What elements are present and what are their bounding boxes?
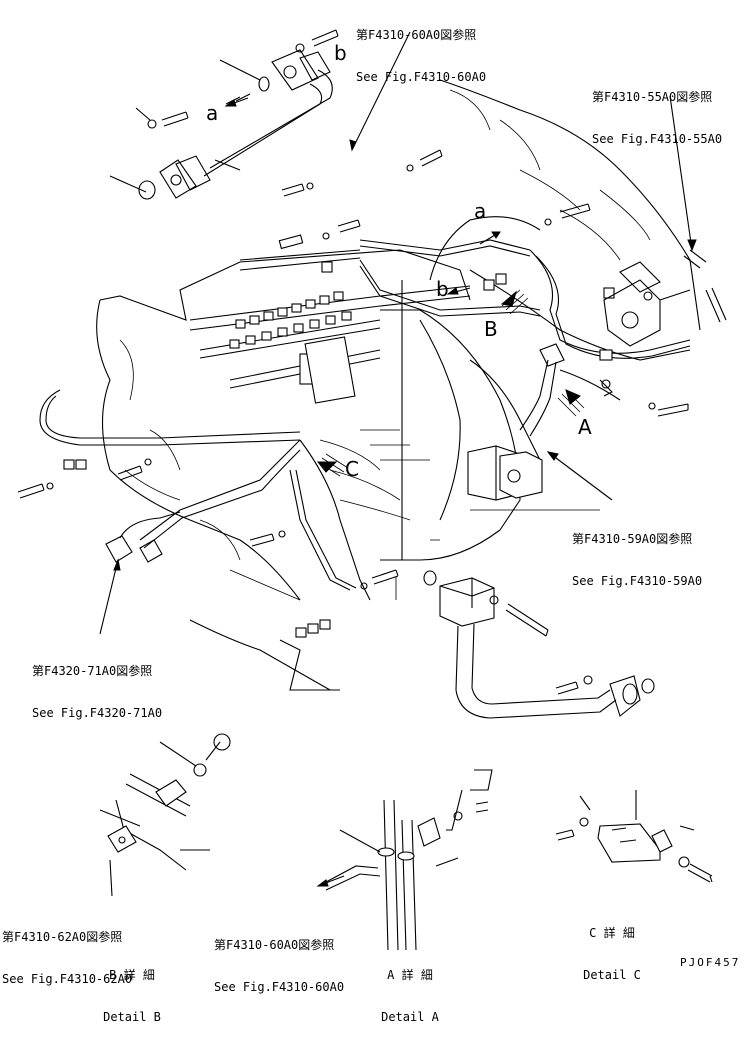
detail-c-title-jp: C 詳 細 <box>589 926 635 940</box>
ref-label-en: See Fig.F4310-60A0 <box>214 980 345 994</box>
leader-59a0 <box>547 451 613 501</box>
plug-connectors-left <box>105 511 181 563</box>
ref-f4310-60a0-bottom[interactable]: 第F4310-60A0図参照 See Fig.F4310-60A0 <box>214 910 344 1008</box>
ref-label-jp: 第F4310-59A0図参照 <box>572 532 693 546</box>
ref-f4310-55a0[interactable]: 第F4310-55A0図参照 See Fig.F4310-55A0 <box>592 62 722 160</box>
ref-f4320-71a0[interactable]: 第F4320-71A0図参照 See Fig.F4320-71A0 <box>32 636 162 734</box>
leader-71a0 <box>99 559 119 635</box>
marker-a-mid: a <box>474 199 487 223</box>
detail-a-drawing <box>325 769 493 951</box>
ref-label-en: See Fig.F4310-55A0 <box>592 132 723 146</box>
marker-detail-B[interactable]: B <box>484 317 498 341</box>
lower-hose-assembly <box>401 280 655 719</box>
leader-top-ref <box>351 31 411 151</box>
detail-c-caption: C 詳 細 Detail C <box>572 898 652 996</box>
harness-connectors <box>63 234 615 638</box>
upper-left-hose-assembly <box>109 29 339 200</box>
marker-b-mid: b <box>436 277 449 301</box>
transmission-housing <box>96 79 701 691</box>
drawing-code: PJOF457 <box>680 956 741 969</box>
detail-view-arrows <box>316 289 585 477</box>
detail-a-title-jp: A 詳 細 <box>387 968 433 982</box>
fasteners <box>17 149 727 590</box>
detail-c-drawing <box>555 790 713 883</box>
detail-b-caption: B 詳 細 Detail B <box>92 940 172 1038</box>
solenoid-valve-right <box>603 261 691 347</box>
parts-diagram <box>17 29 727 951</box>
ref-label-jp: 第F4320-71A0図参照 <box>32 664 153 678</box>
detail-b-title-jp: B 詳 細 <box>109 968 155 982</box>
ref-label-jp: 第F4310-62A0図参照 <box>2 930 123 944</box>
wiring-harness <box>39 239 691 591</box>
detail-b-drawing <box>99 733 231 897</box>
leader-55a0 <box>669 95 693 251</box>
detail-b-title-en: Detail B <box>103 1010 161 1024</box>
ref-label-en: See Fig.F4310-60A0 <box>356 70 487 84</box>
marker-detail-A[interactable]: A <box>578 415 592 439</box>
ref-f4310-59a0[interactable]: 第F4310-59A0図参照 See Fig.F4310-59A0 <box>572 504 702 602</box>
detail-c-title-en: Detail C <box>583 968 641 982</box>
ref-label-jp: 第F4310-55A0図参照 <box>592 90 713 104</box>
ref-label-jp: 第F4310-60A0図参照 <box>356 28 477 42</box>
ref-label-en: See Fig.F4320-71A0 <box>32 706 163 720</box>
marker-b-upper: b <box>334 41 347 65</box>
detail-a-title-en: Detail A <box>381 1010 439 1024</box>
ref-label-jp: 第F4310-60A0図参照 <box>214 938 335 952</box>
marker-detail-C[interactable]: C <box>345 457 359 481</box>
marker-a-upper: a <box>206 101 219 125</box>
ref-f4310-60a0-top[interactable]: 第F4310-60A0図参照 See Fig.F4310-60A0 <box>356 0 486 98</box>
detail-a-caption: A 詳 細 Detail A <box>370 940 450 1038</box>
ref-label-en: See Fig.F4310-59A0 <box>572 574 703 588</box>
